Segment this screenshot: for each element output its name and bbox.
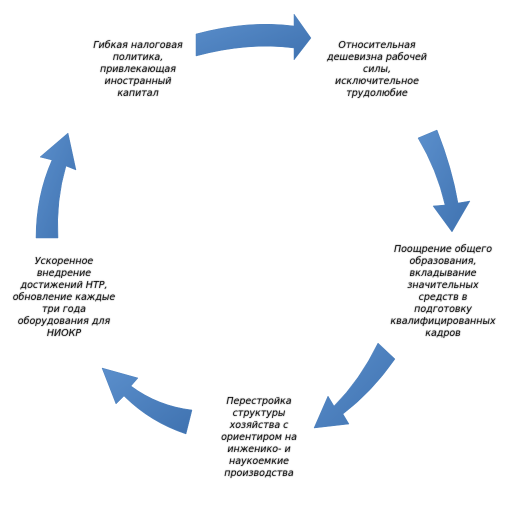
node-text-line: капитал (117, 88, 159, 99)
node-text-line: привлекающая (100, 64, 176, 75)
node-text-line: производства (224, 468, 294, 479)
node-text-line: квалифицированных (390, 316, 496, 327)
node-text-line: вкладывание (409, 268, 477, 279)
arrow-top (195, 13, 312, 61)
node-text-line: средств в (418, 292, 468, 303)
node-text-line: подготовку (414, 304, 472, 315)
node-text-line: Перестройка (226, 396, 292, 407)
node-text-line: внедрение (36, 268, 92, 279)
node-text-line: политика, (112, 52, 164, 63)
node-text-line: обновление каждые (12, 292, 116, 303)
node-text-line: Ускоренное (34, 256, 94, 267)
arrow-right (417, 129, 471, 233)
node-text-line: исключительное (335, 76, 419, 87)
node-text-line: иностранный (104, 76, 172, 87)
node-text-line: кадров (425, 328, 461, 339)
arrow-left (35, 132, 77, 239)
node-text-line: Гибкая налоговая (93, 40, 183, 51)
node-text-line: хозяйства с (229, 420, 289, 431)
node-text-line: силы, (363, 64, 391, 75)
node-text-line: НИОКР (46, 328, 82, 339)
node-text-line: Относительная (338, 40, 416, 51)
arrow-bottom-right (313, 342, 396, 429)
node-text-line: ориентиром на (221, 432, 297, 443)
node-text-line: наукоемкие (229, 456, 289, 467)
node-text-line: дешевизна рабочей (327, 52, 427, 63)
node-text-line: трудолюбие (346, 88, 408, 99)
arrow-bottom-left (101, 367, 193, 435)
node-text-line: три года (42, 304, 86, 315)
node-text-line: Поощрение общего (393, 244, 493, 255)
node-text-line: значительных (407, 280, 479, 291)
node-text-line: оборудования для (17, 316, 111, 327)
node-text-line: структуры (232, 408, 286, 419)
node-text-line: достижений НТР, (20, 280, 108, 291)
node-text-line: образования, (409, 256, 477, 267)
node-text-line: инженико- и (227, 444, 291, 455)
